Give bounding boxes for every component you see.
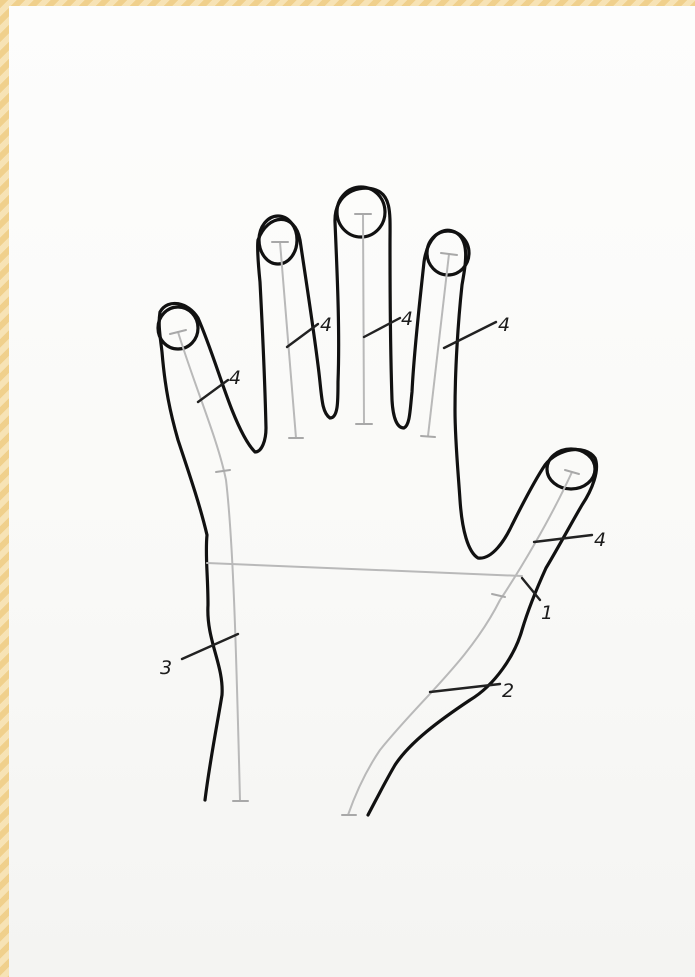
label-wrist-outer: 3	[160, 657, 172, 679]
ring-finger-tip	[259, 216, 297, 264]
leader-wrist-inner	[430, 684, 500, 692]
label-thumb: 4	[594, 529, 606, 551]
hand-outline	[159, 188, 596, 815]
label-little-finger: 4	[229, 367, 241, 389]
label-thumb-base: 1	[541, 602, 553, 624]
middle-finger-guide	[355, 214, 372, 424]
thumb-guide	[342, 470, 579, 815]
label-index-finger: 4	[498, 314, 510, 336]
middle-finger-tip	[337, 187, 385, 237]
label-middle-finger: 4	[401, 308, 413, 330]
label-wrist-inner: 2	[502, 680, 514, 702]
thumb-tip	[547, 449, 595, 489]
label-ring-finger: 4	[320, 314, 332, 336]
palm-width-guide	[207, 563, 522, 576]
little-finger-guide	[170, 330, 248, 801]
leader-middle-finger	[364, 318, 400, 337]
little-finger-tip	[158, 307, 198, 349]
leader-index-finger	[444, 322, 496, 348]
